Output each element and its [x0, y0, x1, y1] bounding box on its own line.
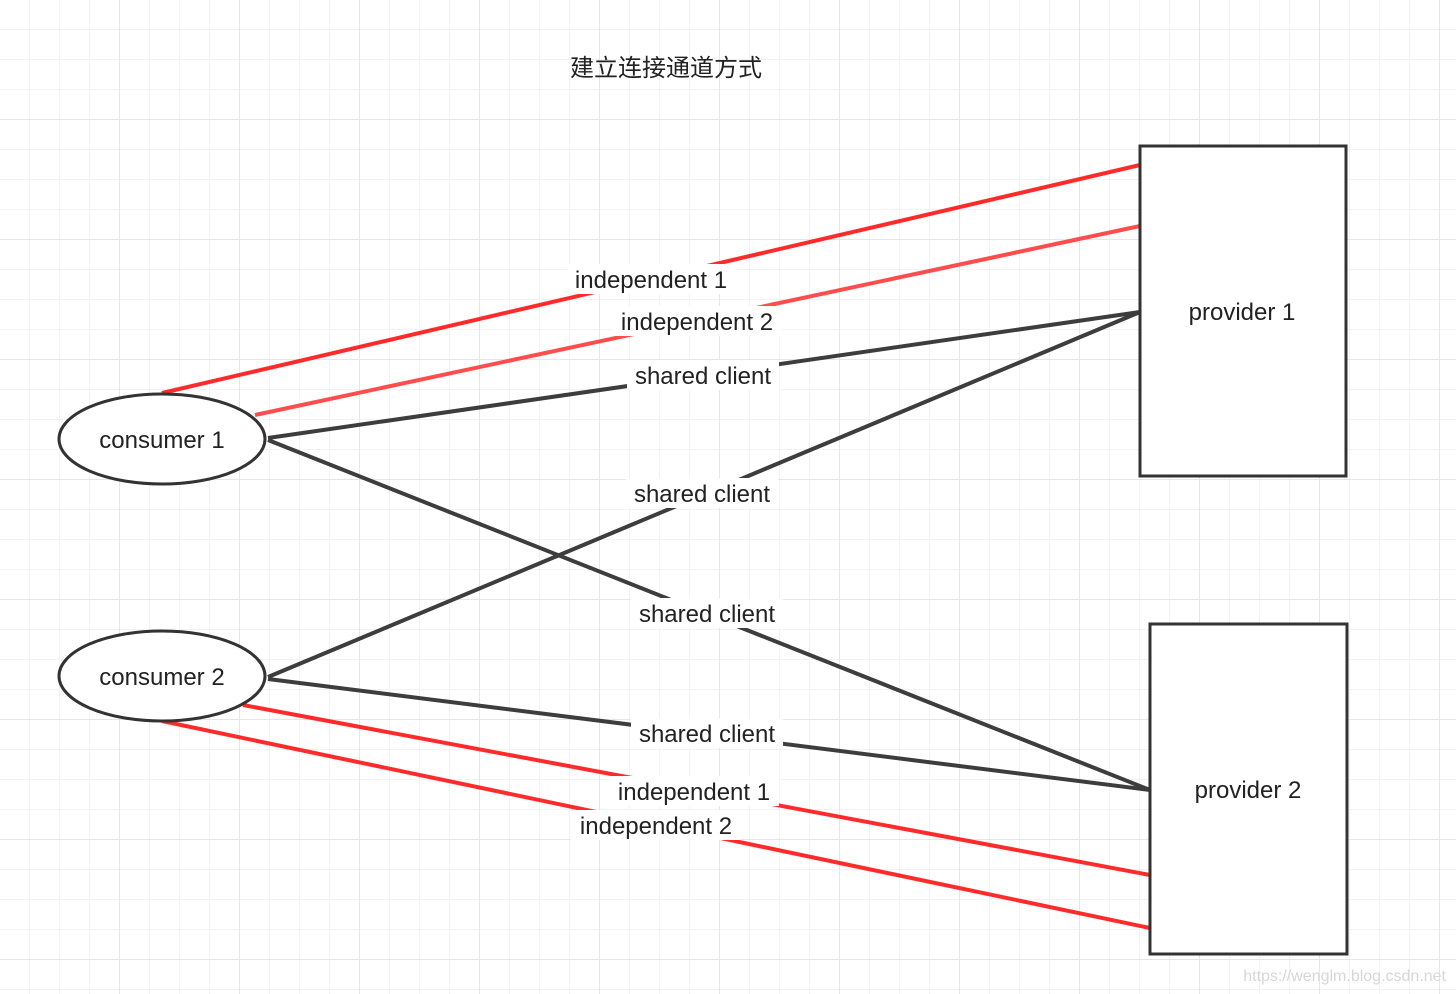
- provider-1-node[interactable]: provider 1: [1138, 144, 1348, 478]
- provider-2-label: provider 2: [1195, 777, 1302, 804]
- edge-label-shared-client-c2-p1: shared client: [634, 481, 770, 508]
- consumer-1-label: consumer 1: [99, 427, 224, 454]
- edge-label-shared-client-c2-p2: shared client: [639, 721, 775, 748]
- edge-label-independent-1-bottom: independent 1: [618, 779, 770, 806]
- edge-label-independent-2-bottom: independent 2: [580, 813, 732, 840]
- provider-2-box: [1148, 622, 1349, 956]
- provider-1-label: provider 1: [1189, 299, 1296, 326]
- watermark-text: https://wenglm.blog.csdn.net: [1243, 968, 1446, 985]
- diagram-title: 建立连接通道方式: [570, 54, 762, 82]
- edge-label-shared-client-c1-p1: shared client: [635, 363, 771, 390]
- consumer-2-node[interactable]: consumer 2: [57, 629, 267, 723]
- provider-1-box: [1138, 144, 1348, 478]
- consumer-1-ellipse: [57, 392, 267, 486]
- edge-label-independent-1-top: independent 1: [575, 267, 727, 294]
- edge-label-independent-2-top: independent 2: [621, 309, 773, 336]
- edge-label-shared-client-c1-p2: shared client: [639, 601, 775, 628]
- consumer-2-ellipse: [57, 629, 267, 723]
- consumer-1-node[interactable]: consumer 1: [57, 392, 267, 486]
- consumer-2-label: consumer 2: [99, 664, 224, 691]
- provider-2-node[interactable]: provider 2: [1148, 622, 1349, 956]
- edge-labels: independent 1 independent 2 shared clien…: [567, 264, 783, 840]
